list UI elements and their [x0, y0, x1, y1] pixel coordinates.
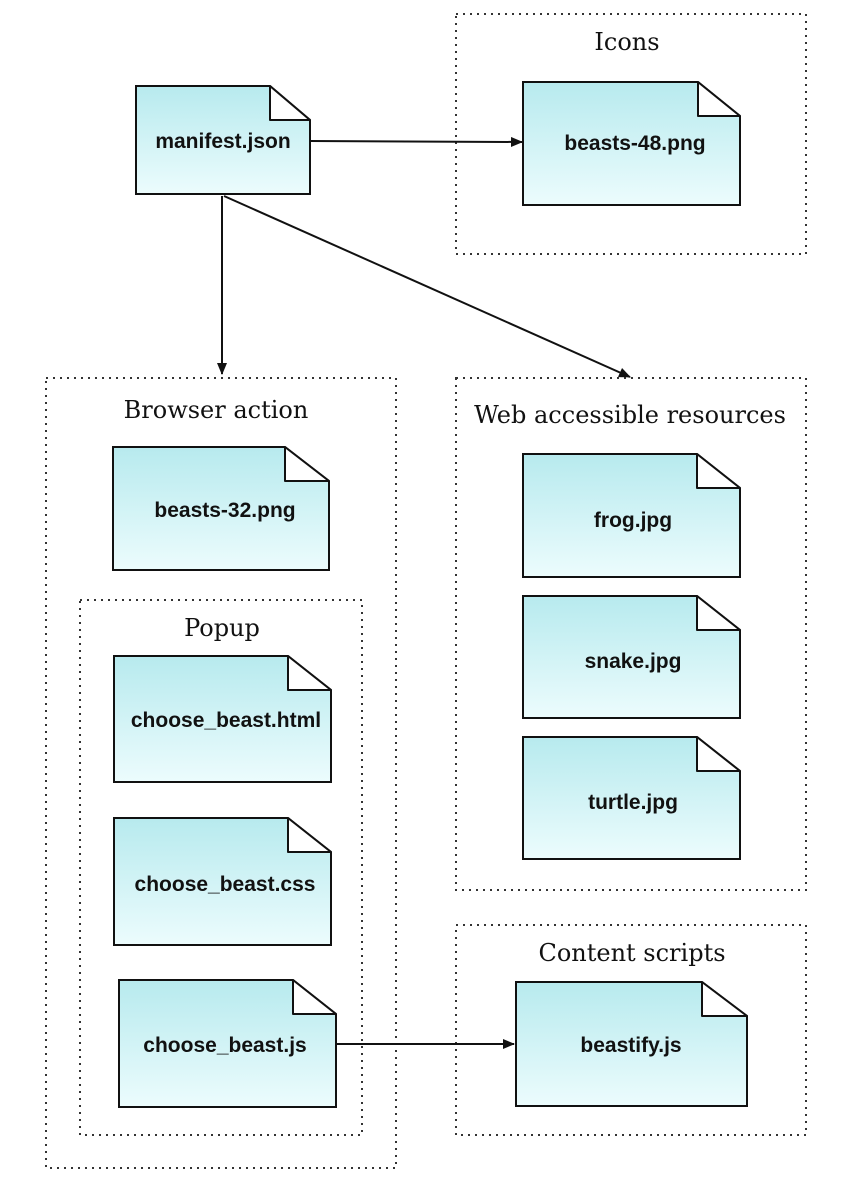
- doc-node-manifest: manifest.json: [135, 85, 311, 195]
- cluster-icons: Icons: [455, 13, 807, 255]
- node-label-manifest: manifest.json: [155, 130, 290, 153]
- node-label-beasts32: beasts-32.png: [154, 499, 295, 522]
- document-with-folded-corner-icon: [284, 446, 330, 482]
- cluster-browser-action: Browser action: [45, 377, 397, 1169]
- node-label-snake: snake.jpg: [585, 650, 682, 673]
- node-label-choose-js: choose_beast.js: [143, 1034, 306, 1057]
- doc-node-snake: snake.jpg: [522, 595, 741, 719]
- doc-node-frog: frog.jpg: [522, 453, 741, 578]
- edge-manifest-to-beasts48: [309, 136, 523, 147]
- doc-node-choose-css: choose_beast.css: [113, 817, 332, 946]
- node-label-frog: frog.jpg: [594, 509, 672, 532]
- node-label-beasts48: beasts-48.png: [564, 132, 705, 155]
- document-with-folded-corner-icon: [287, 817, 332, 853]
- doc-node-beastify: beastify.js: [515, 981, 748, 1107]
- node-label-turtle: turtle.jpg: [588, 791, 678, 814]
- doc-node-beasts48: beasts-48.png: [522, 81, 741, 206]
- document-with-folded-corner-icon: [696, 736, 741, 772]
- cluster-icons-title: Icons: [594, 28, 659, 56]
- doc-node-turtle: turtle.jpg: [522, 736, 741, 860]
- document-with-folded-corner-icon: [269, 85, 311, 121]
- cluster-content-scripts: Content scripts: [455, 924, 807, 1136]
- document-with-folded-corner-icon: [287, 655, 332, 691]
- cluster-content-scripts-title: Content scripts: [538, 939, 725, 967]
- cluster-browser-action-title: Browser action: [124, 396, 309, 424]
- document-with-folded-corner-icon: [696, 595, 741, 631]
- edge-manifest-to-web-accessible: [223, 195, 631, 378]
- document-with-folded-corner-icon: [697, 81, 741, 117]
- node-label-beastify: beastify.js: [580, 1034, 681, 1057]
- cluster-popup: Popup: [79, 599, 363, 1136]
- doc-node-beasts32: beasts-32.png: [112, 446, 330, 571]
- cluster-web-accessible-resources: Web accessible resources: [455, 377, 807, 891]
- cluster-popup-title: Popup: [184, 614, 260, 642]
- cluster-web-accessible-title: Web accessible resources: [474, 401, 786, 429]
- document-with-folded-corner-icon: [292, 979, 337, 1015]
- node-label-choose-css: choose_beast.css: [135, 873, 316, 896]
- node-label-choose-html: choose_beast.html: [131, 709, 321, 732]
- doc-node-choose-html: choose_beast.html: [113, 655, 332, 783]
- doc-node-choose-js: choose_beast.js: [118, 979, 337, 1108]
- document-with-folded-corner-icon: [696, 453, 741, 489]
- document-with-folded-corner-icon: [701, 981, 748, 1017]
